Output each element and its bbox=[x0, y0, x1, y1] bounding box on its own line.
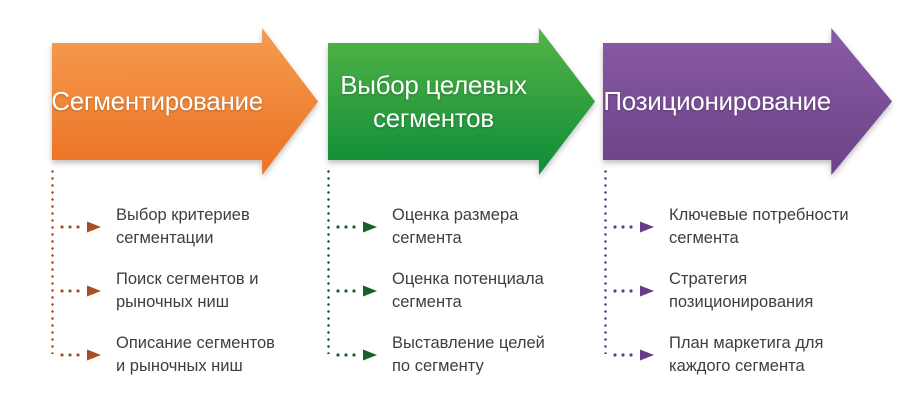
list-item: Ключевые потребности сегмента bbox=[609, 204, 849, 251]
dotted-arrow-bullet-icon bbox=[336, 221, 377, 233]
list-item: Оценка потенциала сегмента bbox=[332, 268, 545, 315]
list-item-text: Поиск сегментов и рыночных ниш bbox=[116, 269, 259, 312]
arrow-target-segments: Выбор целевых сегментов bbox=[328, 28, 595, 175]
arrow-shape: Сегментирование bbox=[52, 28, 318, 175]
dotted-arrow-bullet-icon bbox=[613, 285, 654, 297]
list-target-segments: Оценка размера сегмента Оценка потенциал… bbox=[327, 168, 578, 383]
item-list: Выбор критериев сегментации Поиск сегмен… bbox=[56, 204, 275, 379]
list-item: Выставление целей по сегменту bbox=[332, 332, 545, 379]
arrow-shape: Выбор целевых сегментов bbox=[328, 28, 595, 175]
list-item-text: Ключевые потребности сегмента bbox=[669, 206, 849, 248]
list-item: Описание сегментов и рыночных ниш bbox=[56, 332, 275, 379]
list-item-text: Описание сегментов и рыночных ниш bbox=[116, 333, 275, 376]
arrow-shape: Позиционирование bbox=[603, 28, 892, 175]
list-item-text: Оценка потенциала сегмента bbox=[392, 269, 544, 312]
list-positioning: Ключевые потребности сегмента Стратегия … bbox=[604, 168, 855, 383]
list-item: Стратегия позиционирования bbox=[609, 268, 849, 315]
dotted-arrow-bullet-icon bbox=[613, 221, 654, 233]
item-list: Оценка размера сегмента Оценка потенциал… bbox=[332, 204, 545, 379]
list-segmentation: Выбор критериев сегментации Поиск сегмен… bbox=[51, 168, 302, 383]
dotted-arrow-bullet-icon bbox=[336, 285, 377, 297]
arrow-label: Позиционирование bbox=[603, 86, 831, 117]
dotted-arrow-bullet-icon bbox=[60, 221, 101, 233]
dotted-connector-line bbox=[327, 168, 330, 354]
dotted-connector-line bbox=[51, 168, 54, 354]
dotted-arrow-bullet-icon bbox=[60, 349, 101, 361]
dotted-connector-line bbox=[604, 168, 607, 354]
list-item-text: Выбор критериев сегментации bbox=[116, 206, 250, 248]
item-list: Ключевые потребности сегмента Стратегия … bbox=[609, 204, 849, 379]
list-item: Выбор критериев сегментации bbox=[56, 204, 275, 251]
dotted-arrow-bullet-icon bbox=[613, 349, 654, 361]
arrow-label: Выбор целевых сегментов bbox=[340, 70, 527, 133]
list-item-text: Оценка размера сегмента bbox=[392, 206, 519, 248]
list-item-text: План маркетига для каждого сегмента bbox=[669, 333, 824, 376]
arrow-label: Сегментирование bbox=[51, 86, 263, 117]
arrow-segmentation: Сегментирование bbox=[52, 28, 318, 175]
dotted-arrow-bullet-icon bbox=[60, 285, 101, 297]
list-item: Поиск сегментов и рыночных ниш bbox=[56, 268, 275, 315]
list-item-text: Стратегия позиционирования bbox=[669, 269, 814, 312]
arrow-positioning: Позиционирование bbox=[603, 28, 892, 175]
dotted-arrow-bullet-icon bbox=[336, 349, 377, 361]
list-item-text: Выставление целей по сегменту bbox=[392, 333, 545, 376]
list-item: План маркетига для каждого сегмента bbox=[609, 332, 849, 379]
list-item: Оценка размера сегмента bbox=[332, 204, 545, 251]
